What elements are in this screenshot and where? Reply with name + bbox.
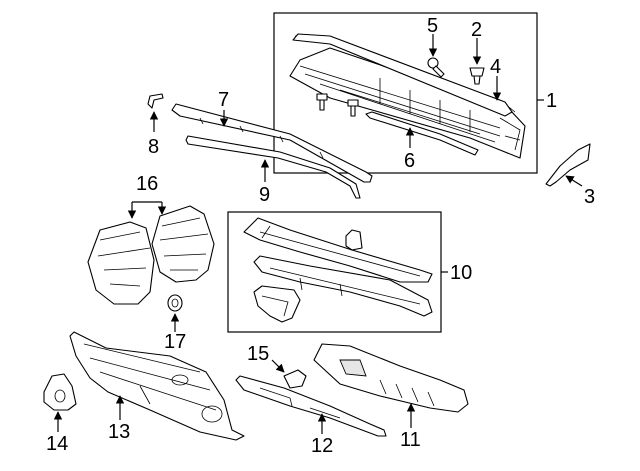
callout-6: 6	[404, 150, 415, 172]
cowl-side-bracket-part	[545, 143, 591, 187]
callout-3: 3	[584, 186, 595, 208]
callout-4: 4	[490, 56, 501, 78]
bolt-part-a	[316, 93, 328, 111]
callout-5: 5	[427, 15, 438, 37]
dash-insulator-parts	[87, 205, 215, 305]
callout-11: 11	[400, 429, 421, 451]
weatherstrip-part	[365, 111, 479, 156]
callout-labels: 1 2 3 4 5 6 7 8 9 10 11 12 13 14 15 16 1…	[46, 15, 595, 457]
dash-panel-part	[69, 331, 245, 441]
cover-part	[43, 373, 77, 411]
callout-10: 10	[450, 262, 472, 284]
callout-2: 2	[471, 19, 482, 41]
bolt-part-b	[347, 99, 359, 117]
group-frame-1	[273, 12, 538, 174]
callout-1: 1	[546, 90, 557, 112]
grommet-part	[167, 294, 183, 312]
retainer-part	[147, 93, 164, 109]
callout-13: 13	[108, 421, 130, 443]
screw-part	[427, 57, 445, 78]
callout-14: 14	[46, 433, 68, 455]
leader-lines	[53, 34, 583, 434]
callout-7: 7	[218, 89, 229, 111]
callout-8: 8	[148, 136, 159, 158]
callout-16: 16	[136, 173, 158, 195]
callout-15: 15	[247, 343, 269, 365]
pad-part	[283, 369, 307, 389]
lower-panel-part	[235, 375, 387, 437]
cowl-grille-part	[289, 33, 526, 159]
side-panel-part	[313, 343, 469, 413]
callout-9: 9	[259, 184, 270, 206]
clip-part	[469, 67, 485, 85]
callout-12: 12	[311, 435, 333, 457]
callout-17: 17	[164, 331, 186, 353]
plenum-panel-part	[243, 217, 433, 323]
lower-seal-part	[185, 135, 361, 199]
